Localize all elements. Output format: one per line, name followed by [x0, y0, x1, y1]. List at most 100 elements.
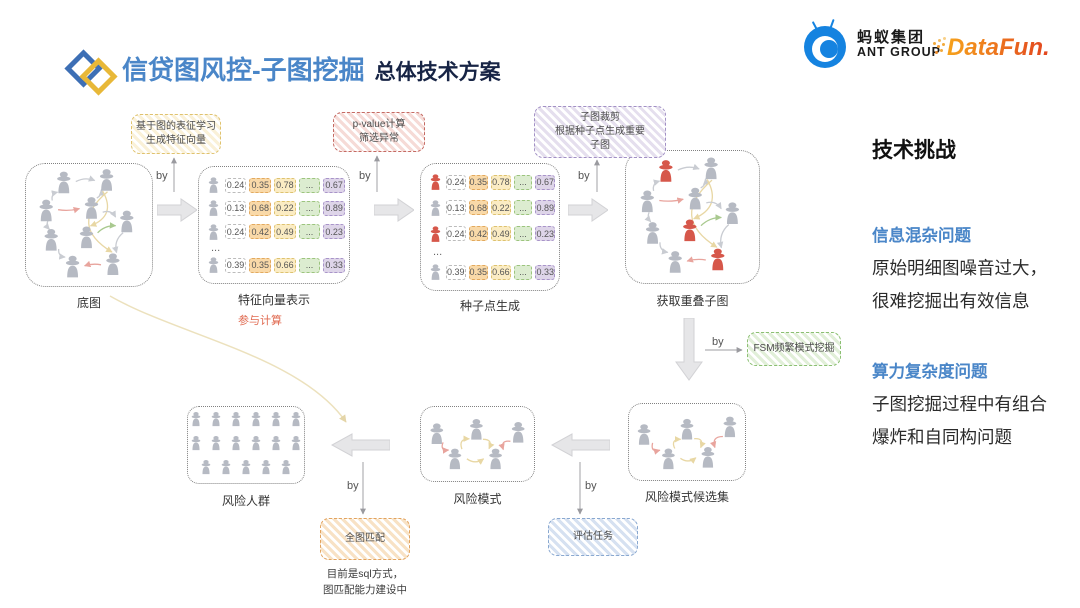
person-node	[711, 248, 725, 271]
person-icon	[430, 225, 441, 242]
annotation-subgraph-cut: 子图裁剪根据种子点生成重要子图	[534, 106, 666, 158]
person-node	[683, 219, 697, 242]
vector-cell: 0.22	[274, 200, 296, 216]
vector-cell: 0.39	[446, 264, 466, 280]
base-graph-box	[25, 163, 153, 287]
datafun-logo: DataFun.	[932, 34, 1050, 62]
vector-cell: 0.35	[468, 264, 489, 280]
person-icon	[430, 174, 441, 190]
person-icon	[201, 459, 211, 474]
annotation-full-graph-match: 全图匹配	[320, 518, 410, 560]
ant-group-logo: 蚂蚁集团 ANT GROUP	[804, 18, 941, 68]
person-icon	[191, 411, 201, 426]
person-icon	[208, 177, 219, 193]
person-node	[659, 160, 673, 182]
vector-cell: 0.13	[224, 200, 247, 216]
participate-curve	[109, 295, 347, 423]
annotation-line: 基于图的表征学习	[136, 120, 216, 132]
person-node	[430, 423, 444, 444]
risk-group-label: 风险人群	[221, 494, 270, 508]
person-node	[723, 416, 737, 438]
by-label-6: by	[347, 480, 359, 492]
annotation-p-value: p-value计算筛选异常	[333, 112, 425, 152]
crowd-row	[189, 411, 303, 432]
person-node	[725, 202, 740, 224]
person-icon	[271, 435, 281, 450]
vector-cell: 0.35	[468, 174, 489, 190]
vector-cell: 0.49	[491, 226, 511, 241]
person-node	[645, 222, 660, 244]
vector-cell: ...	[513, 226, 533, 241]
vector-cell: 0.33	[535, 264, 555, 280]
person-icon	[221, 459, 231, 474]
full-graph-match-note: 目前是sql方式，图匹配能力建设中	[305, 566, 425, 599]
person-node	[489, 448, 502, 470]
vector-cell: 0.49	[274, 224, 296, 239]
challenge-line: 很难挖掘出有效信息	[872, 291, 1030, 311]
vector-cell: 0.68	[468, 200, 489, 216]
feature-vector-label: 特征向量表示	[237, 293, 310, 307]
person-icon	[231, 411, 241, 426]
vector-cell: ...	[513, 174, 533, 190]
vector-cell: 0.67	[323, 177, 345, 193]
participate-label: 参与计算	[238, 315, 282, 327]
overlap-subgraph-box	[625, 150, 760, 284]
table-ellipsis: ...	[433, 246, 443, 259]
vector-cell: 0.89	[323, 200, 345, 216]
vector-cell: 0.24	[446, 174, 466, 190]
vector-cell: 0.42	[468, 226, 489, 241]
vector-cell: ...	[298, 177, 321, 193]
page-title: 信贷图风控-子图挖掘 总体技术方案	[122, 50, 501, 87]
annotation-line: 目前是sql方式，	[326, 568, 404, 580]
flow-arrow-base-to-features	[157, 198, 197, 222]
person-icon	[231, 435, 241, 450]
vector-cell: 0.23	[535, 226, 555, 241]
person-node	[701, 446, 715, 468]
vector-cell: 0.24	[224, 177, 247, 193]
vector-cell: ...	[513, 200, 533, 216]
vector-cell: 0.78	[274, 177, 296, 193]
datafun-dots-icon	[932, 39, 946, 57]
vector-cell: 0.66	[274, 257, 296, 273]
person-node	[39, 199, 53, 222]
person-icon	[430, 200, 441, 216]
challenge-line: 子图挖掘过程中有组合	[872, 394, 1047, 414]
person-node	[704, 157, 718, 180]
vector-cell: 0.89	[535, 200, 555, 216]
person-icon	[241, 459, 251, 474]
person-node	[680, 418, 694, 440]
risk-pattern-label: 风险模式	[453, 492, 502, 506]
annotation-line: 筛选异常	[359, 133, 399, 144]
person-icon	[251, 411, 261, 426]
flow-arrow-features-to-seeds	[374, 198, 414, 222]
vector-cell: 0.67	[535, 174, 555, 190]
person-node	[637, 424, 651, 445]
vector-cell: ...	[298, 224, 321, 239]
vector-cell: 0.68	[249, 200, 272, 216]
annotation-line: p-value计算	[352, 118, 406, 130]
person-icon	[191, 435, 201, 450]
vector-cell: 0.22	[491, 200, 511, 216]
annotation-line: 子图	[590, 140, 610, 152]
vector-cell: 0.78	[491, 174, 511, 190]
vector-cell: 0.42	[249, 224, 272, 239]
person-node	[120, 210, 134, 233]
person-node	[662, 448, 675, 470]
candidate-set-box	[628, 403, 746, 481]
vector-cell: 0.33	[323, 257, 345, 273]
person-icon	[291, 411, 301, 426]
vector-cell: 0.24	[446, 226, 466, 241]
flow-arrow-overlap-to-candidate	[675, 318, 703, 381]
person-icon	[261, 459, 271, 474]
by-label-1: by	[156, 170, 168, 182]
flow-arrow-candidate-to-pattern	[550, 433, 610, 457]
annotation-line: 生成特征向量	[146, 135, 206, 146]
annotation-line: FSM频繁模式挖掘	[753, 342, 835, 354]
table-ellipsis: ...	[211, 241, 221, 254]
